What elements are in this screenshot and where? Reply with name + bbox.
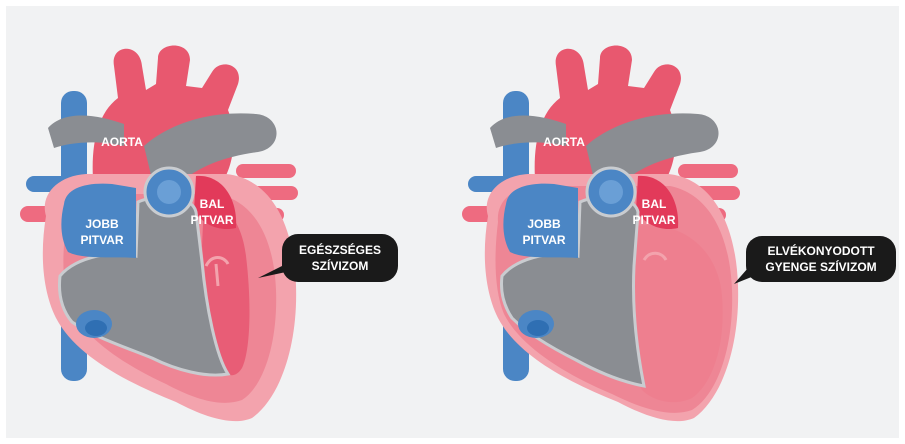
callout-healthy-line2: SZÍVIZOM [312,258,369,273]
callout-thinned-line2: GYENGE SZÍVIZOM [765,259,876,274]
left-atrium-label-line2-healthy: PITVAR [190,213,233,227]
pulmonary-ring-inner-thinned [599,180,623,204]
aorta-label-healthy: AORTA [101,135,143,149]
callout-healthy-line1: EGÉSZSÉGES [299,242,381,257]
right-atrium-label-line2-healthy: PITVAR [80,233,123,247]
heart-healthy: AORTA JOBB PITVAR BAL PITVAR EGÉSZSÉGES … [20,46,398,422]
pulmonary-ring-inner-healthy [157,180,181,204]
callout-thinned-line1: ELVÉKONYODOTT [767,243,875,258]
callout-thinned: ELVÉKONYODOTT GYENGE SZÍVIZOM [734,236,896,284]
left-atrium-label-line2-thinned: PITVAR [632,213,675,227]
right-atrium-label-line1-thinned: JOBB [527,217,561,231]
diagram-stage: AORTA JOBB PITVAR BAL PITVAR EGÉSZSÉGES … [6,6,899,438]
right-atrium-label-line1-healthy: JOBB [85,217,119,231]
right-atrium-label-line2-thinned: PITVAR [522,233,565,247]
left-atrium-label-line1-healthy: BAL [200,197,225,211]
heart-comparison-diagram: AORTA JOBB PITVAR BAL PITVAR EGÉSZSÉGES … [6,6,899,438]
aorta-label-thinned: AORTA [543,135,585,149]
heart-thinned: AORTA JOBB PITVAR BAL PITVAR ELVÉKONYODO… [462,46,896,422]
left-atrium-label-line1-thinned: BAL [642,197,667,211]
